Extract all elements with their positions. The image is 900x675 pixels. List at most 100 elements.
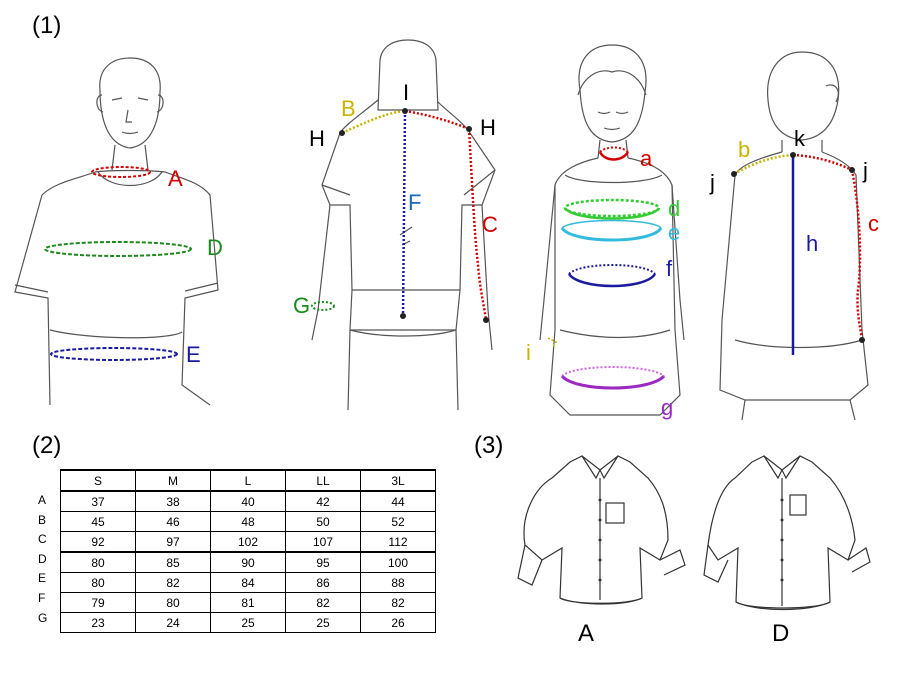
table-cell: 107	[285, 531, 361, 553]
table-cell: 88	[360, 572, 436, 593]
table-cell: 90	[210, 551, 286, 573]
neck-measure-a	[598, 151, 630, 161]
table-cell: 50	[285, 511, 361, 532]
male-front-figure	[14, 57, 219, 406]
table-cell: 24	[135, 612, 211, 633]
label-k: k	[794, 126, 806, 151]
table-cell: 84	[210, 572, 286, 593]
section-label-2: (2)	[32, 432, 62, 459]
wrist-measure-i	[547, 337, 558, 349]
bust-measure-d	[563, 198, 661, 218]
label-a: a	[640, 146, 653, 171]
label-c: c	[868, 211, 879, 236]
sleeve-measure-C	[467, 128, 488, 321]
neck-measure-A	[91, 166, 151, 178]
label-h: h	[806, 231, 818, 256]
row-label: G	[38, 610, 48, 625]
section-label-1: (1)	[32, 12, 62, 39]
shoulder-measure-B-right	[404, 109, 470, 131]
column-header: L	[210, 469, 286, 492]
column-header: LL	[285, 469, 361, 492]
table-cell: 42	[285, 490, 361, 512]
table-cell: 80	[60, 551, 136, 573]
table-cell: 82	[360, 592, 436, 613]
table-cell: 95	[285, 551, 361, 573]
waist-measure-E	[50, 347, 178, 361]
table-cell: 26	[360, 612, 436, 633]
label-g: g	[661, 395, 673, 420]
table-cell: 40	[210, 490, 286, 512]
table-cell: 48	[210, 511, 286, 532]
female-back-figure	[719, 51, 869, 421]
table-cell: 82	[135, 572, 211, 593]
table-cell: 92	[60, 531, 136, 553]
table-cell: 102	[210, 531, 286, 553]
table-cell: 25	[210, 612, 286, 633]
table-cell: 81	[210, 592, 286, 613]
table-cell: 112	[360, 531, 436, 553]
table-cell: 25	[285, 612, 361, 633]
shirt-caption-A: A	[578, 620, 595, 647]
row-label: D	[38, 551, 47, 566]
label-i: i	[526, 340, 531, 365]
label-C: C	[482, 212, 498, 237]
row-label: A	[38, 493, 47, 507]
table-cell: 37	[60, 490, 136, 512]
label-I: I	[403, 80, 409, 105]
table-cell: 45	[60, 511, 136, 532]
shoulder-measure-b	[733, 153, 794, 176]
wrist-measure-G	[311, 301, 335, 311]
table-cell: 79	[60, 592, 136, 613]
waist-measure-f	[567, 273, 657, 288]
table-cell: 86	[285, 572, 361, 593]
table-cell: 80	[60, 572, 136, 593]
row-label: B	[38, 512, 47, 527]
label-b: b	[738, 137, 750, 162]
label-E: E	[186, 342, 201, 367]
column-header: 3L	[360, 469, 436, 492]
section-label-3: (3)	[474, 432, 504, 459]
hip-measure-g	[560, 374, 666, 390]
female-front-figure	[539, 44, 685, 416]
label-B: B	[341, 96, 356, 121]
shirt-fit-A	[517, 455, 686, 605]
label-A: A	[168, 166, 183, 191]
table-cell: 44	[360, 490, 436, 512]
sleeve-measure-c	[850, 169, 864, 341]
male-back-figure	[311, 39, 496, 411]
label-f: f	[666, 256, 673, 281]
label-j-right: j	[862, 158, 868, 183]
table-cell: 46	[135, 511, 211, 532]
table-cell: 80	[135, 592, 211, 613]
column-header: S	[60, 469, 136, 492]
label-H-left: H	[309, 126, 325, 151]
label-e: e	[668, 220, 680, 245]
row-label: E	[38, 571, 47, 586]
table-cell: 82	[285, 592, 361, 613]
shirt-fit-D	[703, 455, 871, 611]
column-header: M	[135, 469, 211, 492]
row-label: F	[38, 590, 46, 605]
table-cell: 100	[360, 551, 436, 573]
label-F: F	[408, 190, 421, 215]
back-length-F	[401, 110, 407, 317]
size-table-row-labels: A B C D E F G	[38, 491, 47, 628]
table-cell: 85	[135, 551, 211, 573]
label-G: G	[293, 293, 310, 318]
label-j-left: j	[709, 170, 715, 195]
chest-measure-D	[44, 241, 192, 257]
shirt-caption-D: D	[772, 620, 790, 647]
table-cell: 97	[135, 531, 211, 553]
table-cell: 38	[135, 490, 211, 512]
table-cell: 52	[360, 511, 436, 532]
